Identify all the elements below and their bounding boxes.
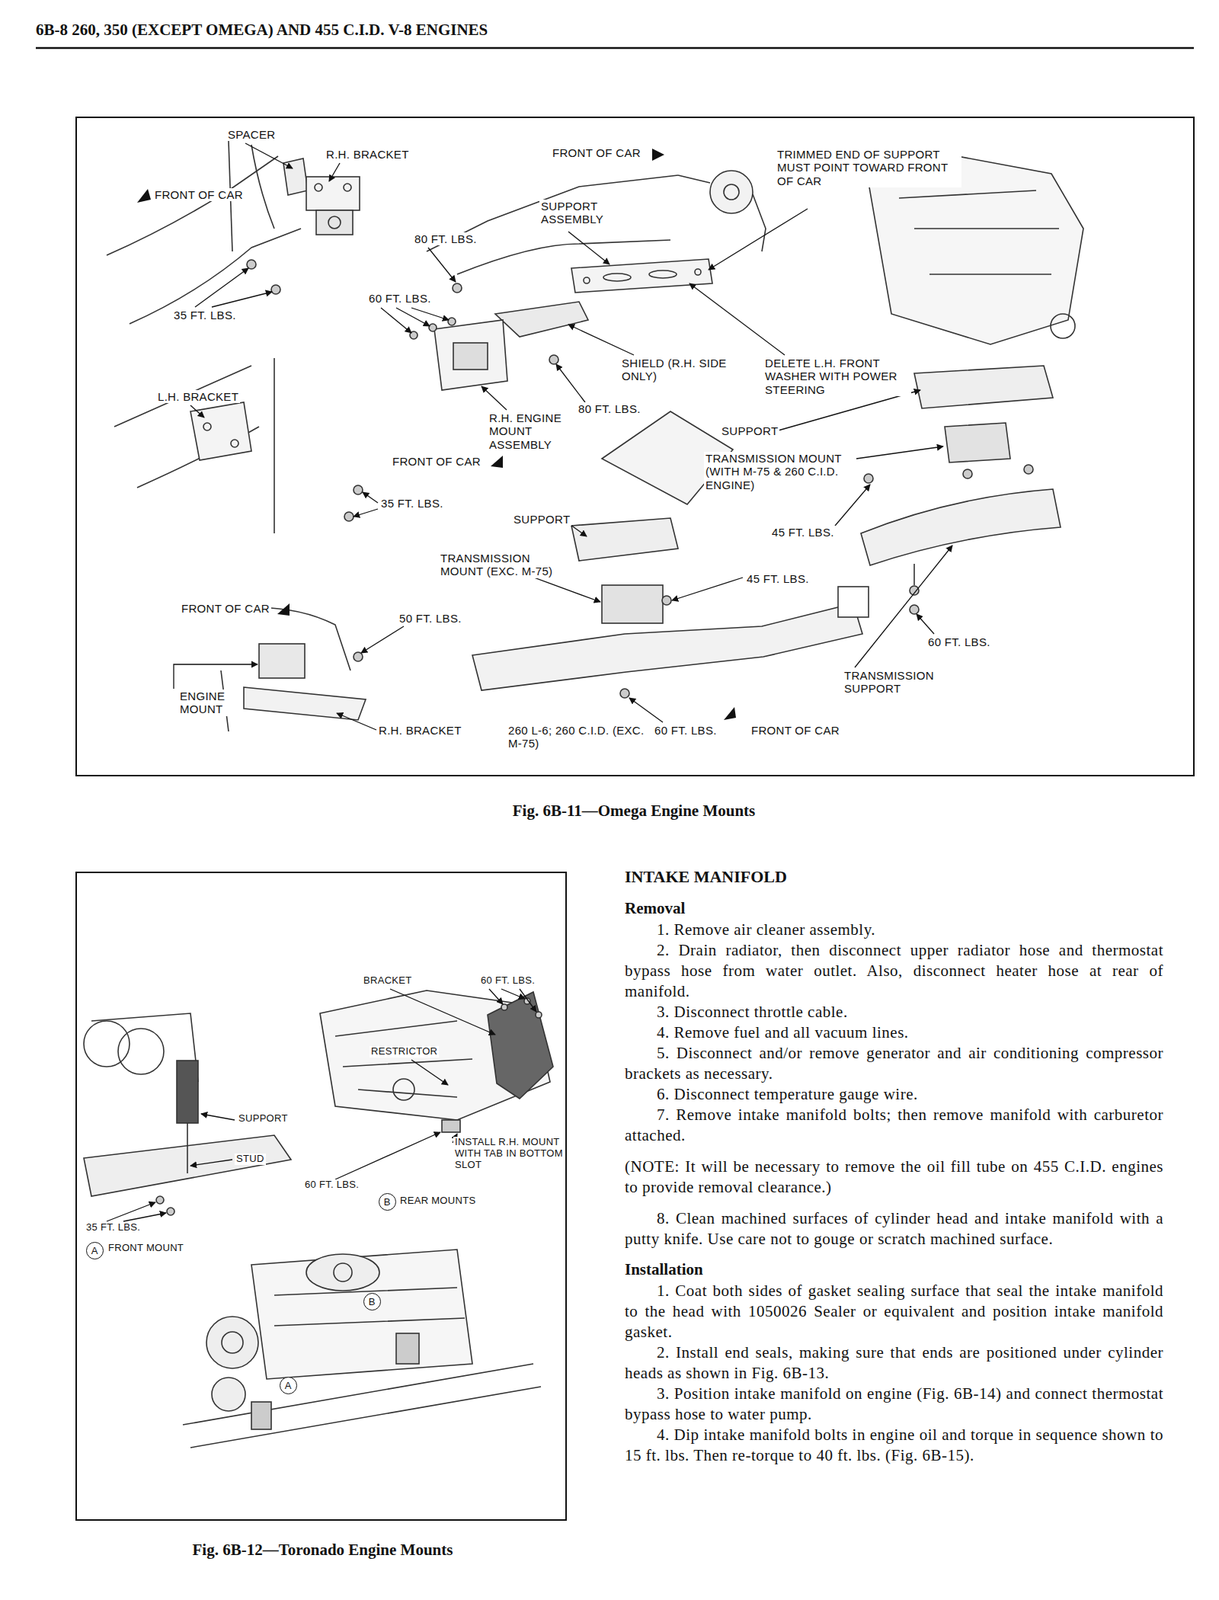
callout-letter: B: [383, 1196, 391, 1207]
callout-letter: B: [368, 1296, 376, 1307]
callout-label: FRONT OF CAR: [749, 723, 842, 737]
callout-label: TRANSMISSION MOUNT (WITH M-75 & 260 C.I.…: [703, 451, 856, 492]
header-rule: [35, 47, 1194, 50]
callout-label: FRONT MOUNT: [106, 1242, 186, 1255]
callout-label: 45 FT. LBS.: [770, 525, 836, 539]
callout-label: REAR MOUNTS: [398, 1195, 477, 1207]
callout-label: RESTRICTOR: [369, 1046, 439, 1058]
subsection-heading: Installation: [624, 1260, 1164, 1280]
figure-caption: Fig. 6B-12—Toronado Engine Mounts: [76, 1540, 570, 1559]
procedure-step: 3. Position intake manifold on engine (F…: [624, 1383, 1164, 1425]
callout-label: 80 FT. LBS.: [576, 402, 643, 416]
callout-label: TRANSMISSION SUPPORT: [842, 668, 953, 696]
callout-label: 60 FT. LBS.: [926, 635, 992, 649]
text-column: INTAKE MANIFOLD Removal1. Remove air clea…: [624, 867, 1164, 1466]
procedure-step: 2. Drain radiator, then disconnect upper…: [624, 940, 1164, 1002]
callout-letter: A: [284, 1380, 292, 1391]
callout-label: R.H. BRACKET: [324, 147, 411, 161]
procedure-step: 7. Remove intake manifold bolts; then re…: [624, 1104, 1164, 1146]
callout-label: 45 FT. LBS.: [745, 572, 811, 586]
callout-label: SPACER: [226, 127, 277, 141]
callout-label: R.H. ENGINE MOUNT ASSEMBLY: [487, 411, 573, 452]
callout-label: 60 FT. LBS.: [367, 291, 433, 305]
callout-label: FRONT OF CAR: [153, 188, 245, 202]
callout-label: 35 FT. LBS.: [172, 308, 238, 322]
subsection-heading: Removal: [624, 899, 1164, 919]
callout-label: SUPPORT: [236, 1113, 290, 1125]
callout-label: FRONT OF CAR: [179, 601, 272, 615]
callout-label: FRONT OF CAR: [390, 454, 483, 468]
procedure-step: 1. Coat both sides of gasket sealing sur…: [624, 1280, 1164, 1343]
callout-label: 50 FT. LBS.: [397, 611, 464, 625]
callout-circle: B: [378, 1193, 397, 1211]
figure-frame: [76, 872, 567, 1520]
callout-letter: A: [91, 1245, 99, 1256]
callout-label: 35 FT. LBS.: [379, 496, 445, 510]
leader-lines: [106, 988, 537, 1222]
callout-label: 80 FT. LBS.: [412, 232, 479, 246]
omega-mount-drawing: [106, 140, 1084, 732]
callout-label: SHIELD (R.H. SIDE ONLY): [620, 356, 746, 384]
callout-circle: A: [279, 1376, 298, 1395]
procedure-step: 4. Dip intake manifold bolts in engine o…: [624, 1424, 1164, 1466]
note: (NOTE: It will be necessary to remove th…: [624, 1156, 1164, 1198]
callout-label: TRIMMED END OF SUPPORT MUST POINT TOWARD…: [775, 147, 962, 188]
callout-label: BRACKET: [361, 975, 414, 987]
callout-label: SUPPORT: [511, 512, 572, 526]
callout-label: 35 FT. LBS.: [84, 1222, 142, 1234]
procedure-step: 2. Install end seals, making sure that e…: [624, 1342, 1164, 1384]
callout-label: 260 L-6; 260 C.I.D. (EXC. M-75): [506, 723, 651, 751]
section-heading: INTAKE MANIFOLD: [624, 867, 1164, 887]
front-of-car-arrows: [137, 148, 736, 720]
running-head: 6B-8 260, 350 (EXCEPT OMEGA) AND 455 C.I…: [35, 20, 488, 40]
callout-label: INSTALL R.H. MOUNT WITH TAB IN BOTTOM SL…: [453, 1136, 565, 1172]
toronado-mount-drawing: [83, 990, 554, 1448]
callout-label: DELETE L.H. FRONT WASHER WITH POWER STEE…: [763, 356, 912, 397]
figure-caption: Fig. 6B-11—Omega Engine Mounts: [380, 801, 887, 820]
callout-circle: A: [86, 1241, 104, 1260]
callout-label: SUPPORT ASSEMBLY: [539, 199, 619, 227]
procedure-step: 6. Disconnect temperature gauge wire.: [624, 1084, 1164, 1105]
procedure-step: 1. Remove air cleaner assembly.: [624, 919, 1164, 941]
figure-frame: [76, 117, 1194, 776]
callout-label: SUPPORT: [719, 424, 780, 438]
leader-lines: [173, 143, 953, 730]
procedure-step: 8. Clean machined surfaces of cylinder h…: [624, 1208, 1164, 1250]
callout-label: R.H. BRACKET: [377, 723, 464, 737]
callout-label: STUD: [234, 1153, 266, 1165]
callout-label: FRONT OF CAR: [550, 146, 643, 160]
procedure-step: 5. Disconnect and/or remove generator an…: [624, 1043, 1164, 1085]
procedure-step: 3. Disconnect throttle cable.: [624, 1001, 1164, 1023]
callout-label: 60 FT. LBS.: [479, 975, 537, 987]
callout-circle: B: [363, 1292, 381, 1311]
callout-label: TRANSMISSION MOUNT (EXC. M-75): [438, 551, 572, 579]
procedure-step: 4. Remove fuel and all vacuum lines.: [624, 1022, 1164, 1044]
callout-label: L.H. BRACKET: [156, 390, 240, 404]
callout-label: ENGINE MOUNT: [178, 689, 243, 717]
callout-label: 60 FT. LBS.: [652, 723, 719, 737]
callout-label: 60 FT. LBS.: [303, 1179, 361, 1191]
